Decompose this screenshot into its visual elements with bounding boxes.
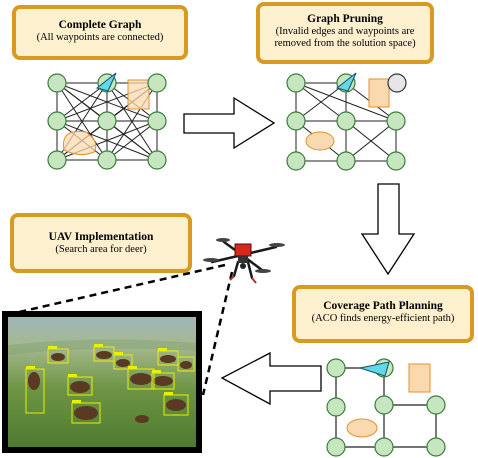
obstacle-rect-icon [368,78,390,108]
detection-box [151,372,175,390]
projection-line-right [201,271,234,396]
obstacle-ellipse-icon [346,418,378,438]
uav-triangle-icon [95,72,117,92]
obstacle-ellipse-icon [305,131,335,151]
arrow-right-icon [183,96,276,150]
coverage-path-planning-box: Coverage Path Planning (ACO finds energy… [292,285,474,343]
detection-box [177,356,195,372]
coverage-path-graph [326,358,446,457]
complete-graph-box: Complete Graph (All waypoints are connec… [12,5,188,60]
uav-triangle-icon [358,361,390,377]
detection-box [71,402,101,424]
complete-graph-title: Complete Graph [58,19,142,31]
detection-box [163,394,189,416]
graph-pruning-subtitle-line1: (Invalid edges and waypoints are [275,26,415,37]
deer-detection-image [8,317,196,447]
graph-pruning-title: Graph Pruning [307,13,383,25]
uav-implementation-box: UAV Implementation (Search area for deer… [10,213,192,273]
uav-triangle-icon [335,72,357,92]
uav-implementation-subtitle: (Search area for deer) [55,244,147,255]
pruned-waypoint [387,73,407,93]
obstacle-rect-icon [408,363,431,393]
arrow-down-icon [360,183,416,276]
graph-pruning-box: Graph Pruning (Invalid edges and waypoin… [256,2,434,64]
detection-box [127,368,155,390]
complete-graph-subtitle: (All waypoints are connected) [36,32,164,43]
arrow-left-icon [220,351,322,406]
aerial-photo [2,311,202,453]
detection-box [67,376,93,396]
detection-box [47,348,69,364]
projection-line-left [5,263,226,317]
graph-pruning-subtitle-line2: removed from the solution space) [274,38,416,49]
uav-implementation-title: UAV Implementation [48,231,154,243]
complete-graph [47,72,167,170]
drone-icon [203,238,285,284]
obstacle-blob-icon [62,130,97,156]
obstacle-rect-icon [127,79,150,110]
coverage-path-planning-subtitle: (ACO finds energy-efficient path) [311,313,455,324]
coverage-path-planning-title: Coverage Path Planning [323,300,443,312]
pruned-graph [286,72,407,171]
